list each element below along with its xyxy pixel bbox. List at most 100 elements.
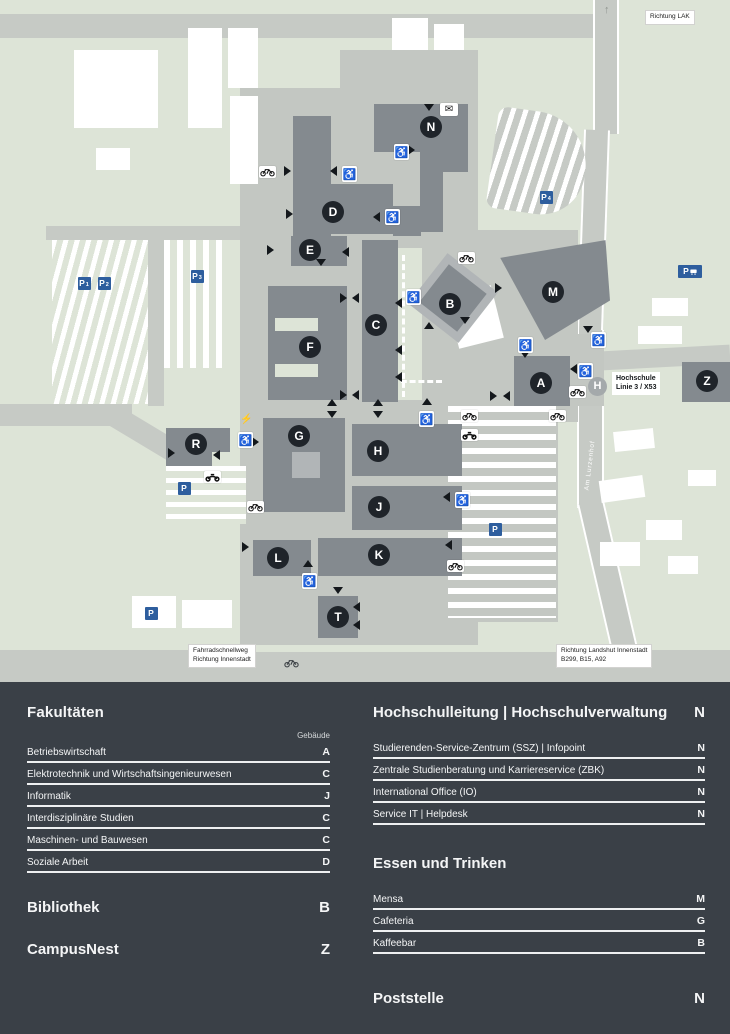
legend-campusnest-letter: Z (320, 941, 330, 958)
legend-bibliothek-label: Bibliothek (27, 899, 100, 916)
faculty-label: Soziale Arbeit (27, 857, 89, 868)
bus-stop-h-icon: H (588, 377, 607, 396)
wheelchair-icon: ♿ (385, 209, 400, 225)
wheelchair-icon: ♿ (406, 289, 421, 305)
entrance-arrow-up (303, 560, 313, 567)
entrance-arrow-left (443, 492, 450, 502)
faculty-letter: D (322, 856, 330, 868)
offcampus-building (638, 326, 682, 344)
legend-column-right: Hochschulleitung | Hochschulverwaltung N… (373, 704, 705, 1007)
service-row: International Office (IO)N (373, 781, 705, 803)
entrance-arrow-left (353, 620, 360, 630)
bicycle-icon (259, 166, 276, 178)
service-letter: N (697, 808, 705, 820)
bicycle-icon (458, 252, 475, 264)
faculty-letter: C (322, 812, 330, 824)
entrance-arrow-left (503, 391, 510, 401)
offcampus-building (646, 520, 682, 540)
legend-poststelle-label: Poststelle (373, 990, 444, 1007)
building-badge-t: T (327, 606, 349, 628)
building-badge-z: Z (696, 370, 718, 392)
dashed-path (392, 380, 442, 383)
wheelchair-icon: ♿ (591, 332, 606, 348)
road-top (0, 14, 612, 38)
faculty-letter: A (322, 746, 330, 758)
service-label: International Office (IO) (373, 787, 477, 798)
bicycle-icon (447, 560, 464, 572)
entrance-arrow-left (352, 390, 359, 400)
dashed-path (402, 255, 405, 397)
entrance-arrow-down (424, 104, 434, 111)
wheelchair-icon: ♿ (238, 432, 253, 448)
food-label: Kaffeebar (373, 938, 417, 949)
building-badge-h: H (367, 440, 389, 462)
offcampus-building (230, 96, 258, 184)
entrance-arrow-left (445, 540, 452, 550)
wheelchair-icon: ♿ (342, 166, 357, 182)
entrance-arrow-left (352, 293, 359, 303)
wheelchair-icon: ♿ (302, 573, 317, 589)
offcampus-building (652, 298, 688, 316)
building-k-shape (318, 538, 462, 576)
entrance-arrow-right (267, 245, 274, 255)
wheelchair-icon: ♿ (518, 337, 533, 353)
service-row: Service IT | Helpdesk N (373, 803, 705, 825)
entrance-arrow-left (570, 364, 577, 374)
faculty-label: Informatik (27, 791, 71, 802)
service-label: Studierenden-Service-Zentrum (SSZ) | Inf… (373, 743, 586, 754)
entrance-arrow-left (373, 212, 380, 222)
entrance-arrow-right (252, 437, 259, 447)
food-letter: M (696, 893, 705, 905)
entrance-arrow-down (327, 411, 337, 418)
bicycle-path-icon (284, 655, 299, 673)
building-n-tab (442, 152, 468, 172)
faculty-row: Informatik J (27, 785, 330, 807)
entrance-arrow-left (395, 298, 402, 308)
service-label: Service IT | Helpdesk (373, 809, 468, 820)
campus-plaza-north (340, 50, 478, 92)
entrance-arrow-up (373, 399, 383, 406)
road-west-1 (0, 404, 132, 426)
wheelchair-icon: ♿ (394, 144, 409, 160)
offcampus-building (182, 600, 232, 628)
entrance-arrow-left (395, 345, 402, 355)
faculty-letter: J (324, 790, 330, 802)
faculty-label: Betriebswirtschaft (27, 747, 106, 758)
building-badge-m: M (542, 281, 564, 303)
service-row: Zentrale Studienberatung und Karriereser… (373, 759, 705, 781)
building-badge-r: R (185, 433, 207, 455)
bicycle-icon (247, 501, 264, 513)
building-badge-e: E (299, 239, 321, 261)
parking-badge: P (144, 607, 158, 620)
entrance-arrow-right (340, 293, 347, 303)
offcampus-building (74, 50, 158, 128)
building-badge-f: F (299, 336, 321, 358)
entrance-arrow-down (316, 259, 326, 266)
entrance-arrow-down (520, 351, 530, 358)
service-letter: N (697, 764, 705, 776)
map-label-richtung-lak: Richtung LAK (645, 10, 695, 25)
bicycle-icon (461, 410, 478, 422)
legend-hochschulleitung-letter: N (694, 704, 705, 721)
parking-lot-east (448, 406, 556, 618)
building-badge-d: D (322, 201, 344, 223)
road-right-north (593, 0, 619, 134)
bicycle-icon (549, 410, 566, 422)
building-badge-l: L (267, 547, 289, 569)
legend-title-fakultaeten: Fakultäten (27, 704, 105, 721)
building-f-notch (275, 318, 318, 331)
building-badge-j: J (368, 496, 390, 518)
offcampus-building (392, 18, 428, 50)
entrance-arrow-down (373, 411, 383, 418)
entrance-arrow-up (424, 322, 434, 329)
entrance-arrow-down (333, 587, 343, 594)
